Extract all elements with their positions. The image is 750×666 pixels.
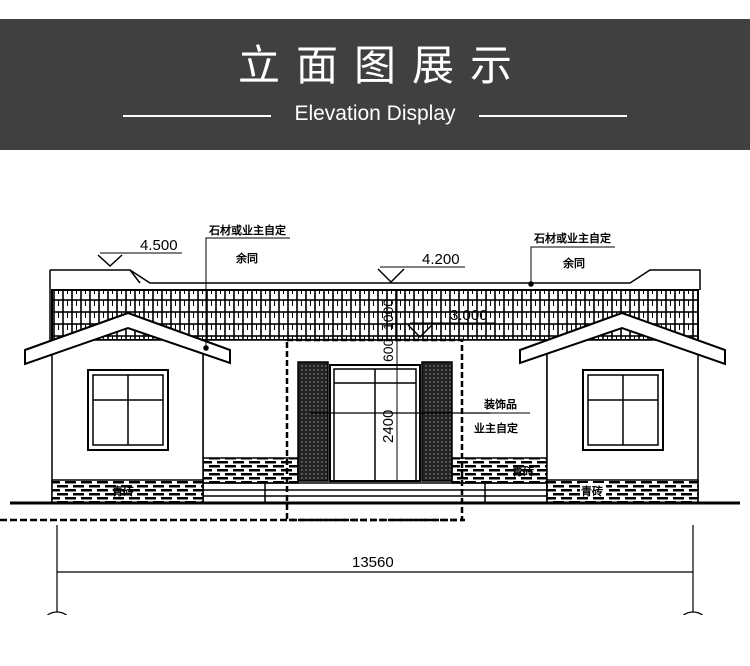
note-brick-right: 青砖: [581, 484, 603, 498]
divider-left: [123, 115, 271, 117]
level-marker-eave: [407, 322, 495, 339]
dim-parapet: 1000: [380, 299, 396, 330]
elevation-drawing: 4.500 4.200 3.000 1000 600 2400 石材或业主自定 …: [0, 223, 740, 615]
level-left-label: 4.500: [140, 237, 178, 254]
left-gable-roof: [24, 311, 231, 366]
overall-width-label: 13560: [352, 554, 394, 571]
note-same-left: 余同: [235, 251, 258, 265]
note-brick-mid: 青砖: [512, 464, 534, 478]
decor-panel-right: [421, 361, 453, 482]
axis-bubble-2: [682, 611, 704, 615]
note-stone-right: 石材或业主自定: [533, 231, 611, 245]
level-eave-label: 3.000: [450, 307, 488, 324]
dim-door: 2400: [380, 410, 397, 443]
left-window: [87, 369, 169, 451]
right-window: [582, 369, 664, 451]
entry-steps: [203, 482, 547, 503]
note-brick-left: 青砖: [112, 484, 134, 498]
overall-dimension: [46, 525, 704, 615]
note-owner-decides: 业主自定: [474, 421, 518, 435]
right-brick-base: [546, 479, 699, 504]
leader-left: [205, 237, 290, 350]
note-ornament: 装饰品: [483, 397, 517, 411]
header-banner: 立面图展示 Elevation Display: [0, 19, 750, 150]
level-main-label: 4.200: [422, 251, 460, 268]
note-same-right: 余同: [562, 256, 585, 270]
decor-panel-left: [297, 361, 329, 482]
level-marker-left: [97, 252, 182, 268]
page-title: 立面图展示: [237, 41, 528, 90]
axis-bubble-1: [46, 611, 68, 615]
leader-right: [530, 246, 615, 284]
divider-right: [479, 115, 627, 117]
note-stone-left: 石材或业主自定: [208, 223, 286, 237]
parapet-outline: [50, 269, 701, 290]
brick-band-left: [202, 457, 299, 484]
right-gable-roof: [519, 311, 726, 366]
page-subtitle: Elevation Display: [294, 102, 456, 125]
level-marker-main: [377, 266, 465, 284]
dim-lintel: 600: [380, 338, 396, 362]
